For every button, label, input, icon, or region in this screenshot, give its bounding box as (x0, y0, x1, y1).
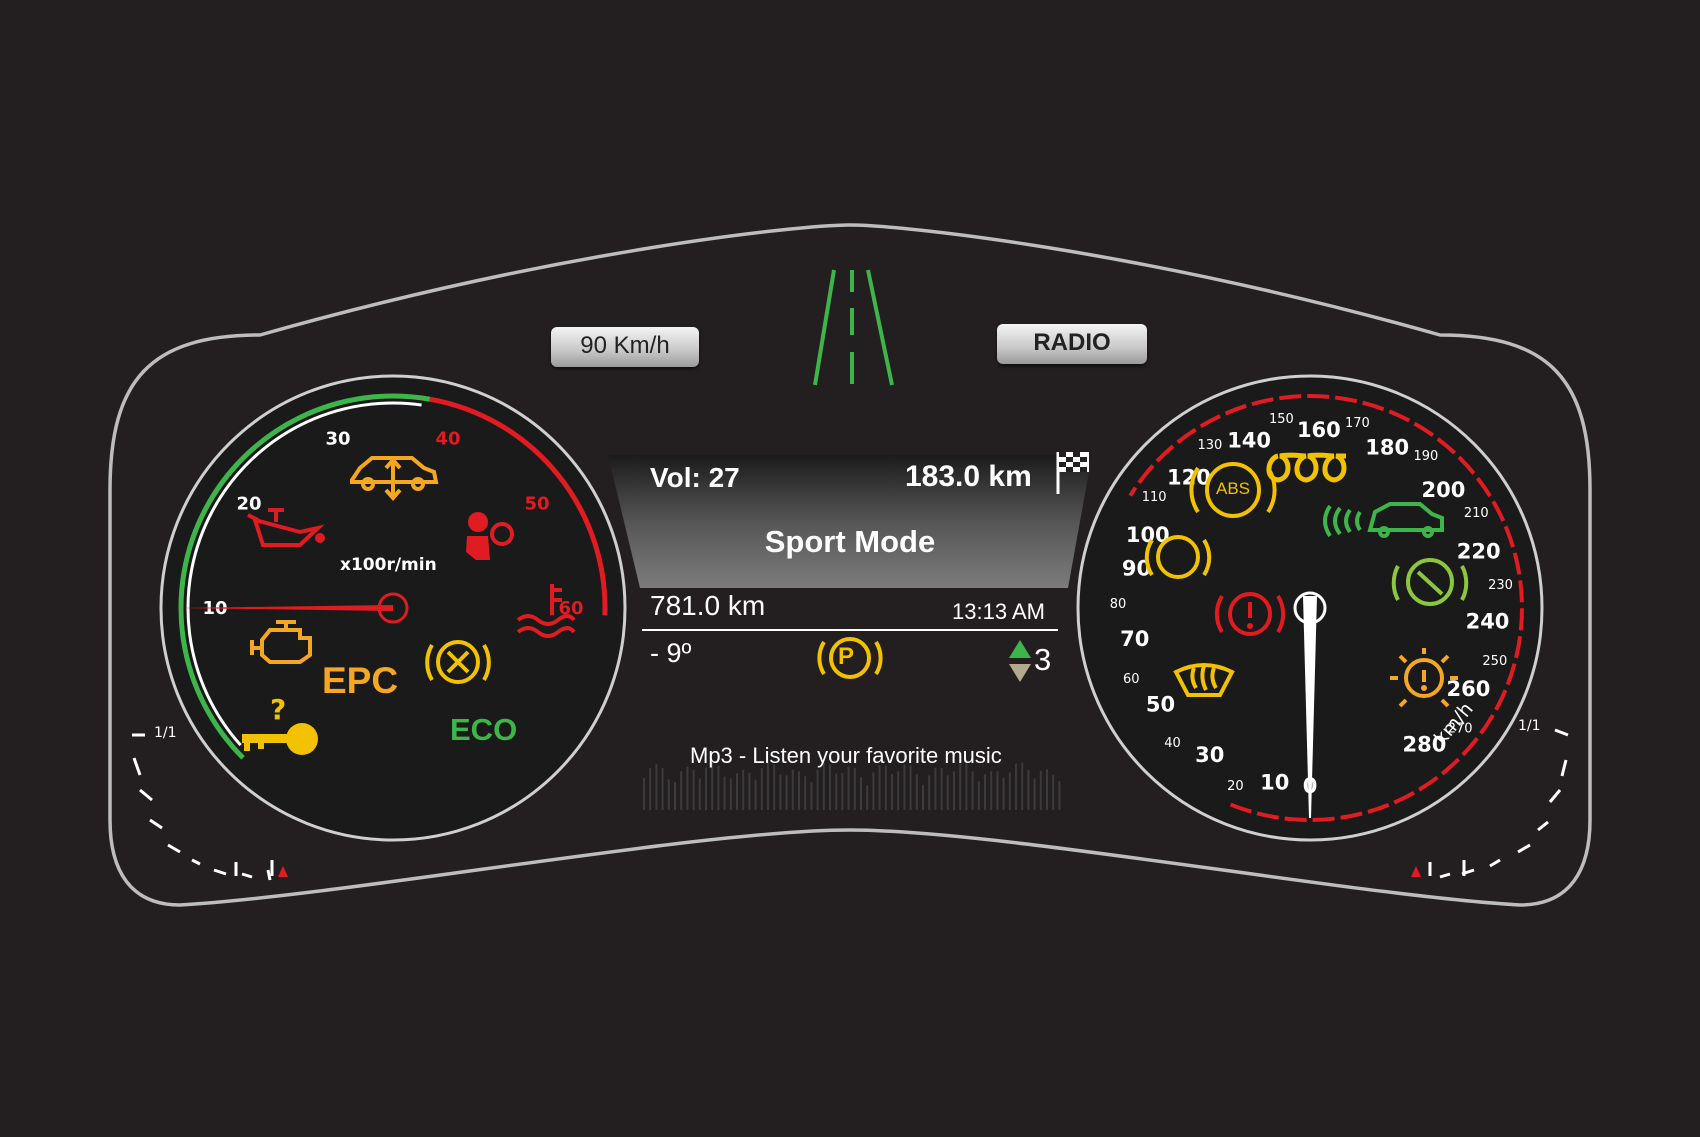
speed-tick-label: 160 (1297, 418, 1341, 442)
odometer-readout: 781.0 km (650, 590, 766, 621)
oil-drop-icon (315, 533, 325, 543)
bulb-warning-icon (1390, 648, 1458, 708)
speed-tick-label: 140 (1227, 429, 1271, 453)
parking-brake-letter: P (838, 643, 855, 670)
temp-full-label: 1/1 (1518, 718, 1541, 734)
gear-indicator: 3 (1034, 642, 1052, 677)
speed-minor-tick-label: 60 (1123, 672, 1140, 687)
speedometer: 0103050709010012014016018020022024026028… (1076, 374, 1544, 842)
speed-tick-label: 70 (1120, 627, 1149, 651)
eco-indicator: ECO (450, 712, 518, 747)
speed-tick-label: 180 (1365, 436, 1409, 460)
speed-tick-label: 50 (1146, 693, 1175, 717)
outside-temperature: - 9º (650, 638, 692, 668)
speed-minor-tick-label: 110 (1142, 490, 1167, 505)
key-question-mark: ? (270, 693, 287, 726)
speed-tick-label: 200 (1422, 478, 1466, 502)
speed-tick-label: 280 (1402, 732, 1446, 756)
speedometer-red-arc (1128, 394, 1524, 822)
display-top-panel (608, 455, 1092, 588)
abs-label: ABS (1216, 479, 1251, 498)
brake-pad-icon (1144, 535, 1212, 579)
brake-warning-dot (1247, 623, 1253, 629)
temp-gauge (1428, 728, 1569, 879)
speed-minor-tick-label: 20 (1227, 779, 1244, 794)
speed-tick-label: 30 (1195, 743, 1224, 767)
tachometer-green-arc (178, 393, 431, 760)
dashboard-frame (108, 223, 1592, 907)
parking-sensor-car-icon (1323, 502, 1444, 538)
speed-minor-tick-label: 130 (1197, 438, 1222, 453)
trip-distance-readout: 183.0 km (905, 460, 1032, 493)
engine-icon (250, 620, 312, 664)
speedometer-needle (1293, 591, 1327, 818)
tach-tick-label: 50 (524, 493, 549, 514)
check-chassis-icon (350, 456, 439, 502)
speed-minor-tick-label: 80 (1110, 597, 1127, 612)
tachometer-unit-label: x100r/min (340, 555, 437, 575)
glow-plug-icon (1266, 452, 1347, 483)
speed-minor-tick-label: 40 (1164, 736, 1181, 751)
gear-up-arrow-icon (1009, 640, 1031, 658)
volume-readout: Vol: 27 (650, 462, 740, 493)
airbag-icon (466, 512, 514, 560)
tach-tick-label: 30 (325, 429, 350, 450)
steering-wheel-warning-icon (1391, 558, 1469, 606)
oil-pressure-icon (247, 508, 325, 547)
rear-defrost-icon (1173, 663, 1235, 697)
fuel-gauge (132, 733, 274, 881)
temp-high-marker (1411, 866, 1421, 877)
tach-tick-label: 40 (435, 429, 460, 450)
speed-minor-tick-label: 230 (1488, 578, 1513, 593)
fuel-low-marker (278, 866, 288, 877)
speed-tick-label: 120 (1167, 466, 1211, 490)
coolant-temp-icon (516, 584, 576, 638)
speed-minor-tick-label: 210 (1464, 506, 1489, 521)
speed-tick-label: 260 (1446, 677, 1490, 701)
tachometer-needle (178, 592, 409, 624)
fuel-full-label: 1/1 (154, 725, 177, 741)
speed-tick-label: 10 (1260, 770, 1289, 794)
speed-minor-tick-label: 190 (1414, 449, 1439, 464)
clock-readout: 13:13 AM (952, 599, 1045, 624)
tach-tick-label: 60 (558, 598, 583, 619)
media-equalizer (643, 762, 1061, 810)
key-icon (242, 723, 318, 755)
speed-minor-tick-label: 250 (1482, 654, 1507, 669)
gear-down-arrow-icon (1009, 664, 1031, 682)
traction-off-icon (425, 640, 491, 684)
tach-tick-label: 20 (236, 493, 261, 514)
drive-mode-label: Sport Mode (764, 524, 936, 559)
epc-warning: EPC (322, 660, 399, 701)
media-now-playing[interactable]: Mp3 - Listen your favorite music (690, 743, 1002, 768)
radio-button[interactable]: RADIO (997, 324, 1147, 364)
tachometer-inner-arc (186, 401, 422, 747)
bulb-warning-dot (1421, 685, 1427, 691)
tachometer-red-arc (429, 396, 608, 616)
speed-limit-button[interactable]: 90 Km/h (551, 327, 699, 367)
lane-assist-icon (813, 269, 894, 386)
brake-warning-icon (1214, 592, 1286, 636)
speed-tick-label: 220 (1457, 539, 1501, 563)
speed-minor-tick-label: 270 (1448, 722, 1473, 737)
speed-minor-tick-label: 170 (1345, 416, 1370, 431)
checkered-flag-icon (1056, 452, 1089, 494)
parking-brake-icon (817, 637, 883, 679)
speed-minor-tick-label: 150 (1269, 412, 1294, 427)
speed-tick-label: 240 (1466, 609, 1510, 633)
